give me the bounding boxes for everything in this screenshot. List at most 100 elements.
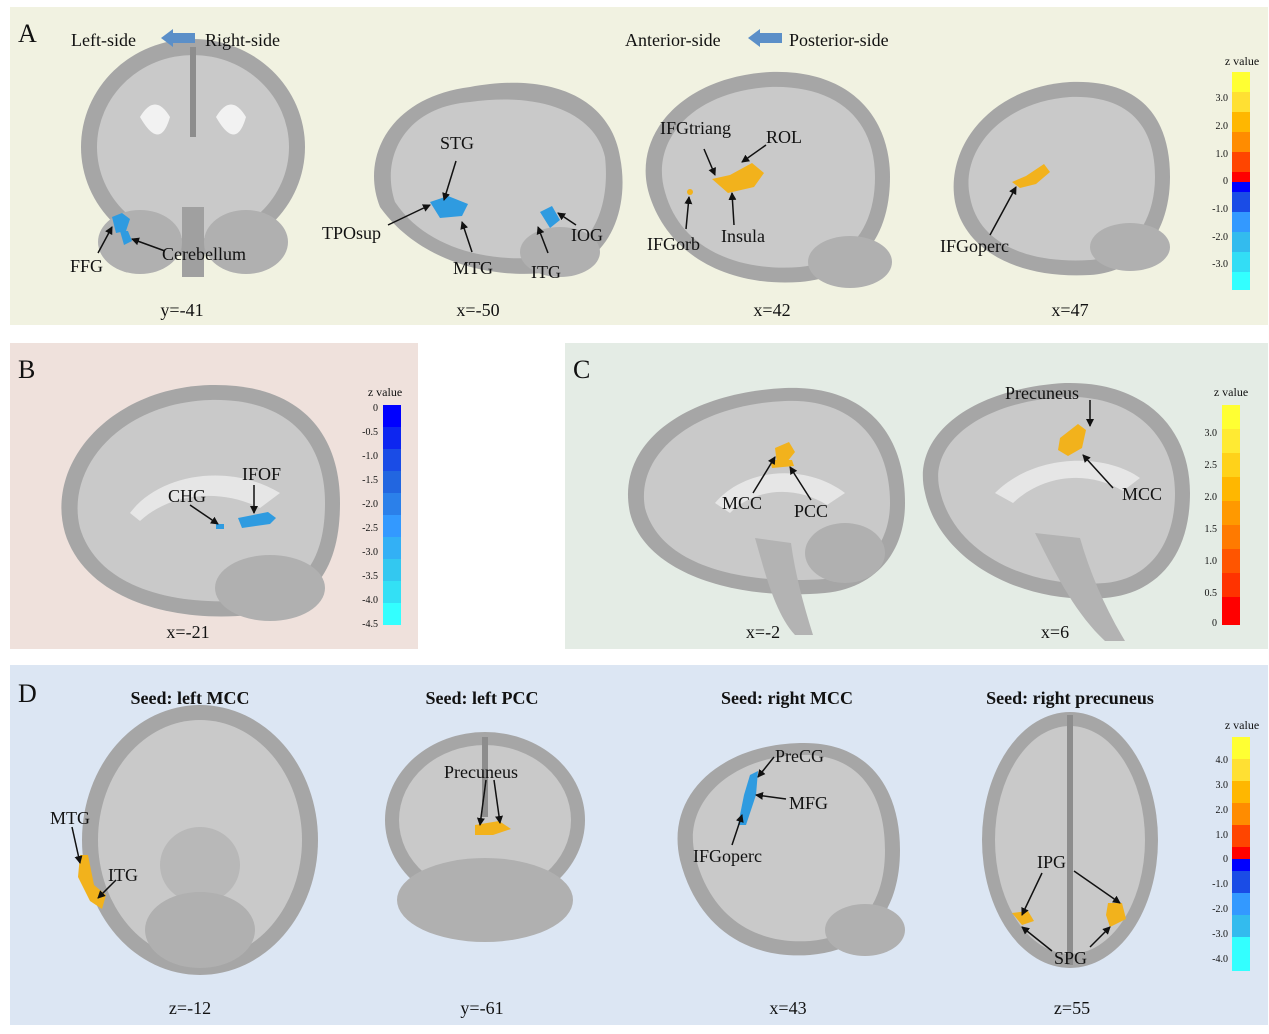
region-label-mcc-right: MCC	[1122, 484, 1163, 504]
colorbar-d-tick: 2.0	[1215, 805, 1229, 816]
clusters-panel-a	[112, 163, 1050, 245]
colorbar-a-tick: -3.0	[1212, 259, 1228, 270]
colorbar-d-tick: 4.0	[1215, 755, 1229, 766]
direction-posterior-side: Posterior-side	[789, 30, 889, 50]
colorbar-a-tick: 2.0	[1215, 121, 1229, 132]
colorbar-b-tick: -3.5	[362, 571, 378, 582]
slice-coordinate-d3: x=43	[769, 998, 807, 1018]
direction-arrow-anterior-icon	[748, 29, 782, 47]
panel-a: A Left-side Right-side Anterior-side Pos…	[10, 7, 1268, 325]
colorbar-b-tick: -0.5	[362, 427, 378, 438]
colorbar-c-tick: 2.5	[1204, 460, 1218, 471]
panel-c: C MCC PCC Precuneus MCC x=-2 x=6 z value…	[565, 343, 1268, 649]
colorbar-c-tick: 0	[1212, 618, 1217, 629]
brain-slice-axial-d1	[82, 705, 318, 975]
region-label-mtg: MTG	[453, 258, 493, 278]
annotation-arrows-b	[189, 485, 258, 525]
colorbar-a-tick: 0	[1223, 176, 1228, 187]
panel-a-brain-images	[81, 39, 1170, 288]
brain-slice-axial-d4	[982, 712, 1158, 968]
seed-title-left-pcc: Seed: left PCC	[425, 688, 539, 708]
colorbar-b-tick: 0	[373, 403, 378, 414]
colorbar-c-title: z value	[1213, 385, 1249, 399]
colorbar-d-tick: 0	[1223, 854, 1228, 865]
colorbar-b-tick: -3.0	[362, 547, 378, 558]
colorbar-d-tick: -2.0	[1212, 904, 1228, 915]
colorbar-b-tick: -1.0	[362, 451, 378, 462]
panel-a-label: A	[18, 19, 37, 48]
panel-c-label: C	[573, 355, 591, 384]
colorbar-b-tick: -4.0	[362, 595, 378, 606]
direction-anterior-side: Anterior-side	[625, 30, 721, 50]
region-label-cerebellum: Cerebellum	[162, 244, 246, 264]
region-label-ifof: IFOF	[242, 464, 282, 484]
colorbar-c	[1222, 405, 1240, 625]
region-label-mtg-d: MTG	[50, 808, 90, 828]
brain-slice-sagittal-b	[61, 384, 340, 621]
region-label-iog: IOG	[571, 225, 603, 245]
colorbar-a-tick: -1.0	[1212, 204, 1228, 215]
region-label-tposup: TPOsup	[322, 223, 382, 243]
colorbar-a-title: z value	[1224, 54, 1260, 68]
region-label-precuneus-c: Precuneus	[1005, 383, 1079, 403]
slice-coordinate-d4: z=55	[1053, 998, 1091, 1018]
clusters-panel-c	[770, 424, 1086, 468]
panel-b: B CHG IFOF x=-21 z value 0 -0.5 -1.0 -1.…	[10, 343, 418, 649]
seed-title-right-mcc: Seed: right MCC	[721, 688, 853, 708]
colorbar-a-tick: 1.0	[1215, 149, 1229, 160]
colorbar-b-tick: -4.5	[362, 619, 378, 630]
region-label-ifgtriang: IFGtriang	[660, 118, 731, 138]
panel-b-label: B	[18, 355, 36, 384]
colorbar-c-tick: 0.5	[1204, 588, 1218, 599]
colorbar-b	[383, 405, 401, 625]
panel-c-brain-images	[627, 382, 1190, 641]
region-label-insula: Insula	[721, 226, 765, 246]
region-label-ifgorb: IFGorb	[647, 234, 700, 254]
direction-arrow-left-icon	[161, 29, 195, 47]
slice-coordinate-c1: x=-2	[745, 622, 781, 642]
region-label-ipg: IPG	[1037, 852, 1067, 872]
direction-left-side: Left-side	[71, 30, 136, 50]
region-label-pcc: PCC	[794, 501, 829, 521]
slice-coordinate-d2: y=-61	[460, 998, 504, 1018]
region-label-ifgoperc-d: IFGoperc	[693, 846, 762, 866]
colorbar-a	[1232, 72, 1250, 290]
colorbar-d-tick: -3.0	[1212, 929, 1228, 940]
slice-coordinate-a2: x=-50	[456, 300, 500, 320]
region-label-precuneus-d: Precuneus	[444, 762, 518, 782]
colorbar-b-tick: -2.0	[362, 499, 378, 510]
annotation-arrows-d	[71, 756, 1121, 952]
colorbar-c-tick: 2.0	[1204, 492, 1218, 503]
seed-title-right-precuneus: Seed: right precuneus	[986, 688, 1154, 708]
colorbar-b-tick: -2.5	[362, 523, 378, 534]
brain-slice-coronal-a	[81, 39, 305, 277]
colorbar-d	[1232, 737, 1250, 971]
slice-coordinate-d1: z=-12	[168, 998, 212, 1018]
colorbar-c-tick: 1.5	[1204, 524, 1218, 535]
colorbar-d-tick: 1.0	[1215, 830, 1229, 841]
slice-coordinate-b: x=-21	[166, 622, 210, 642]
slice-coordinate-a3: x=42	[753, 300, 791, 320]
direction-right-side: Right-side	[205, 30, 280, 50]
panel-d: D Seed: left MCC Seed: left PCC Seed: ri…	[10, 665, 1268, 1025]
slice-coordinate-c2: x=6	[1040, 622, 1070, 642]
region-label-itg-d: ITG	[108, 865, 138, 885]
clusters-panel-b	[216, 512, 276, 529]
slice-coordinate-a1: y=-41	[160, 300, 204, 320]
panel-b-brain-image	[61, 384, 340, 621]
slice-coordinate-a4: x=47	[1051, 300, 1089, 320]
brain-slice-sagittal-a2	[645, 71, 892, 288]
region-label-rol: ROL	[766, 127, 802, 147]
region-label-ffg: FFG	[70, 256, 104, 276]
colorbar-d-tick: 3.0	[1215, 780, 1229, 791]
brain-slice-midsagittal-c2	[922, 382, 1190, 641]
colorbar-c-tick: 3.0	[1204, 428, 1218, 439]
colorbar-d-tick: -1.0	[1212, 879, 1228, 890]
colorbar-a-tick: 3.0	[1215, 93, 1229, 104]
panel-d-label: D	[18, 679, 37, 708]
colorbar-d-tick: -4.0	[1212, 954, 1228, 965]
region-label-mcc-left: MCC	[722, 493, 763, 513]
region-label-spg: SPG	[1054, 948, 1088, 968]
colorbar-b-title: z value	[367, 385, 403, 399]
region-label-itg: ITG	[531, 262, 561, 282]
